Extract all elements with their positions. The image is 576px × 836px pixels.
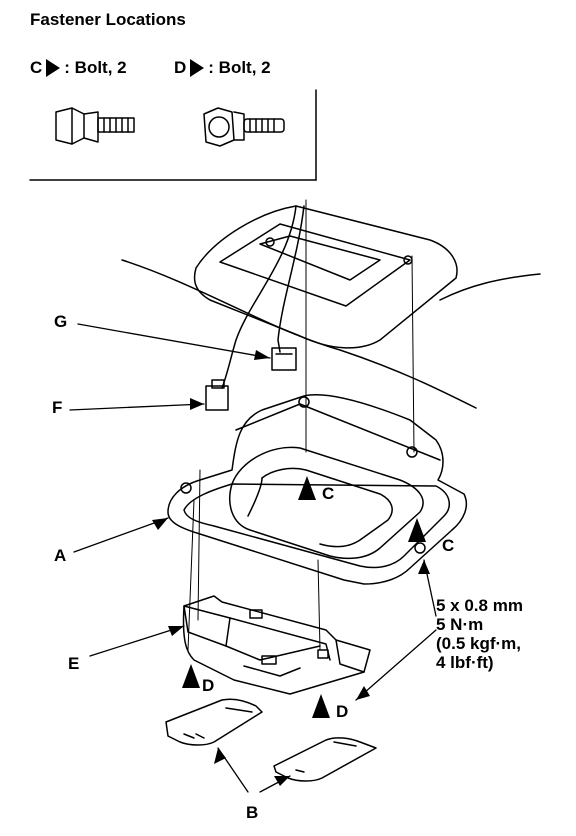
roof-edge <box>439 273 541 301</box>
marker-d-1 <box>182 664 200 688</box>
callout-a: A <box>54 546 67 565</box>
callout-f: F <box>52 398 63 417</box>
arrowheads <box>152 350 430 786</box>
lens-cover-right <box>273 737 377 782</box>
bolt-d-icon <box>203 107 285 147</box>
lamp-bracket <box>182 595 371 695</box>
spec-line-torque-kgfm: (0.5 kgf·m, <box>436 634 522 653</box>
roof-line <box>121 259 477 409</box>
alignment-lines <box>187 199 415 651</box>
fastener-c-legend: C : Bolt, 2 <box>30 58 127 78</box>
fastener-d-legend: D : Bolt, 2 <box>174 58 271 78</box>
connector-f <box>205 379 229 411</box>
lamp-housing <box>167 394 468 585</box>
callout-d-2: D <box>336 702 349 721</box>
callout-e: E <box>68 654 80 673</box>
fastener-c-code: C <box>30 58 43 77</box>
callout-g: G <box>54 312 68 331</box>
fastener-d-arrow-icon <box>190 59 205 77</box>
lens-cover-left <box>165 698 263 746</box>
fastener-markers <box>182 476 426 718</box>
callout-c-1: C <box>322 484 335 503</box>
fastener-c-arrow-icon <box>46 59 61 77</box>
fastener-d-label: : Bolt, 2 <box>208 58 271 77</box>
callout-d-1: D <box>202 676 215 695</box>
wire-harness-right <box>277 205 305 353</box>
fastener-d-code: D <box>174 58 187 77</box>
spec-line-torque-lbfft: 4 lbf·ft) <box>436 653 494 672</box>
callout-c-2: C <box>442 536 455 555</box>
spec-line-torque-nm: 5 N·m <box>436 615 484 634</box>
roof-recess <box>193 205 458 349</box>
bolt-c-icon <box>55 107 135 145</box>
wire-harness-left <box>221 205 297 389</box>
marker-c-2 <box>408 518 426 542</box>
callout-b: B <box>246 803 259 822</box>
marker-d-2 <box>312 694 330 718</box>
connector-g <box>271 347 297 371</box>
leader-lines <box>69 323 437 793</box>
page-title: Fastener Locations <box>30 10 186 29</box>
marker-c-1 <box>298 476 316 500</box>
fastener-c-label: : Bolt, 2 <box>64 58 127 77</box>
spec-line-size: 5 x 0.8 mm <box>436 596 523 615</box>
torque-spec: 5 x 0.8 mm 5 N·m (0.5 kgf·m, 4 lbf·ft) <box>436 596 523 672</box>
